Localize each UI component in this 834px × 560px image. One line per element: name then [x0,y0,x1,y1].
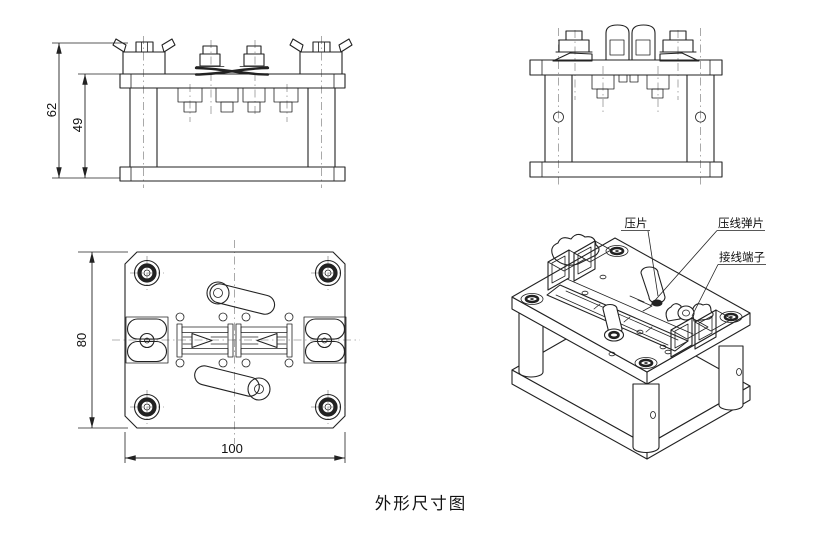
isometric-view: 压片 压线弹片 接线端子 [511,216,766,460]
label-press-plate: 压片 [621,217,659,297]
side-pin-hole-right [695,111,706,123]
iso-corner-screws [520,245,743,369]
front-view: 62 49 [44,36,353,188]
wing-clamp-right [303,316,347,364]
top-centerlines [112,240,360,444]
front-dimensions: 62 49 [44,42,128,179]
iso-terminal-front [629,295,733,358]
side-centerlines [558,28,701,188]
side-left-bolt [552,30,593,62]
top-small-holes [175,312,294,368]
iso-small-holes [581,274,672,357]
crossed-springs [194,66,270,76]
top-dimensions: 80 100 [74,251,346,463]
front-hanging-nuts [177,87,299,113]
iso-legs [518,311,744,454]
front-left-clamp [112,38,176,75]
label-terminal: 接线端子 [691,250,766,317]
label-terminal-text: 接线端子 [719,250,765,264]
terminal-rails [176,323,293,358]
front-centerlines [143,36,322,188]
side-pin-hole-left [553,111,564,123]
side-view [529,24,723,188]
wing-clamp-left [125,316,169,364]
lever-top [206,281,276,315]
side-terminals [605,24,656,61]
dim-front-plate-height: 49 [70,118,85,132]
front-center-bolts [194,45,270,76]
front-right-clamp [289,38,353,75]
lever-bottom [194,365,271,401]
top-plate-outline [124,251,346,429]
dim-top-width: 100 [221,441,243,456]
iso-terminal-rear [547,233,612,291]
side-hanging-nuts [591,74,670,99]
dim-front-total-height: 62 [44,103,59,117]
dim-top-depth: 80 [74,333,89,347]
label-wire-spring-text: 压线弹片 [718,216,764,230]
front-top-plate [119,73,346,89]
top-view: 80 100 [74,240,360,463]
side-right-bolt [659,30,700,62]
caption: 外形尺寸图 [374,495,468,513]
iso-press-pin-2 [602,303,625,342]
label-press-plate-text: 压片 [625,217,648,230]
label-wire-spring: 压线弹片 [649,216,765,307]
corner-screws [130,256,345,424]
front-base-plate [119,166,346,182]
side-base-plate [529,161,723,178]
